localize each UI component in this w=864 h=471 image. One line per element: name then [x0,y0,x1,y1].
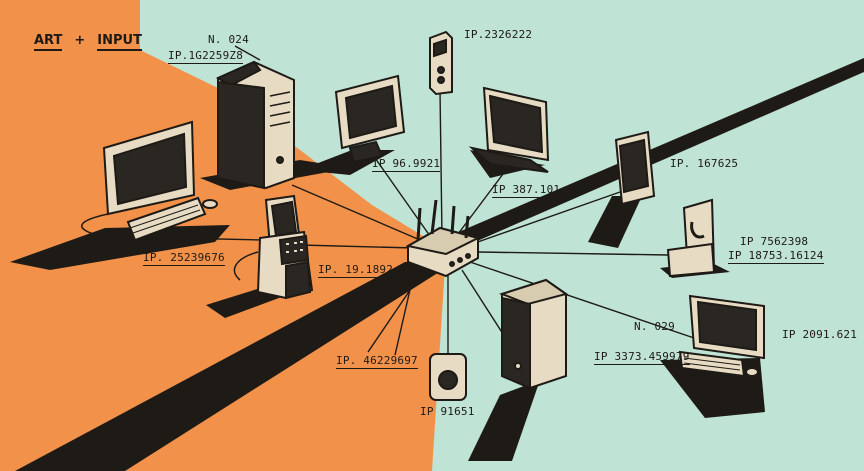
mobile-device-right [614,130,656,206]
ip-label-bottom-device: IP 91651 [420,405,475,418]
ip-label-top-center: IP.2326222 [464,28,533,41]
connection-lines [174,45,701,356]
ip-label-router: IP. 19.1892 [318,263,394,278]
tower-server-left [215,60,295,190]
ip-label-right-phone: IP. 167625 [670,157,739,170]
ip-label-bottom-center: IP. 46229697 [336,354,418,369]
desktop-computer-right [678,294,765,378]
ip-label-center-left: IP 96.9921 [372,157,441,172]
desk-phone-right [666,198,716,278]
node-label-top-left: N. 024 [208,33,249,46]
monitor-center-left [334,74,406,164]
lower-left-band [15,262,455,471]
router-hub [405,199,481,278]
ip-label-left-kiosk: IP. 25239676 [143,251,225,266]
title-art: ART [34,33,63,51]
title-plus: + [74,33,86,48]
ip-label-bottom-right-a: IP 3373.459979 [594,350,690,365]
upper-right-band [440,58,864,252]
kiosk-terminal-left [233,194,314,300]
ip-label-desk-phone-b: IP 18753.16124 [728,249,824,264]
ip-label-center-right: IP 387.101 [492,183,561,198]
ip-label-desk-phone-a: IP 7562398 [740,235,809,248]
page-title: ART + INPUT [34,33,142,51]
ip-label-bottom-right-b: IP 2091.621 [782,328,858,341]
desktop-computer-left [81,120,218,242]
small-device-bottom [429,353,467,401]
node-label-bottom-right: N. 029 [634,320,675,333]
tower-server-bottom [498,278,569,390]
ip-label-top-left: IP.1G2259Z8 [168,49,244,64]
title-input: INPUT [97,33,142,51]
modem-tower-top [429,30,453,96]
orange-panel [0,0,446,471]
monitor-center-right [468,86,550,173]
